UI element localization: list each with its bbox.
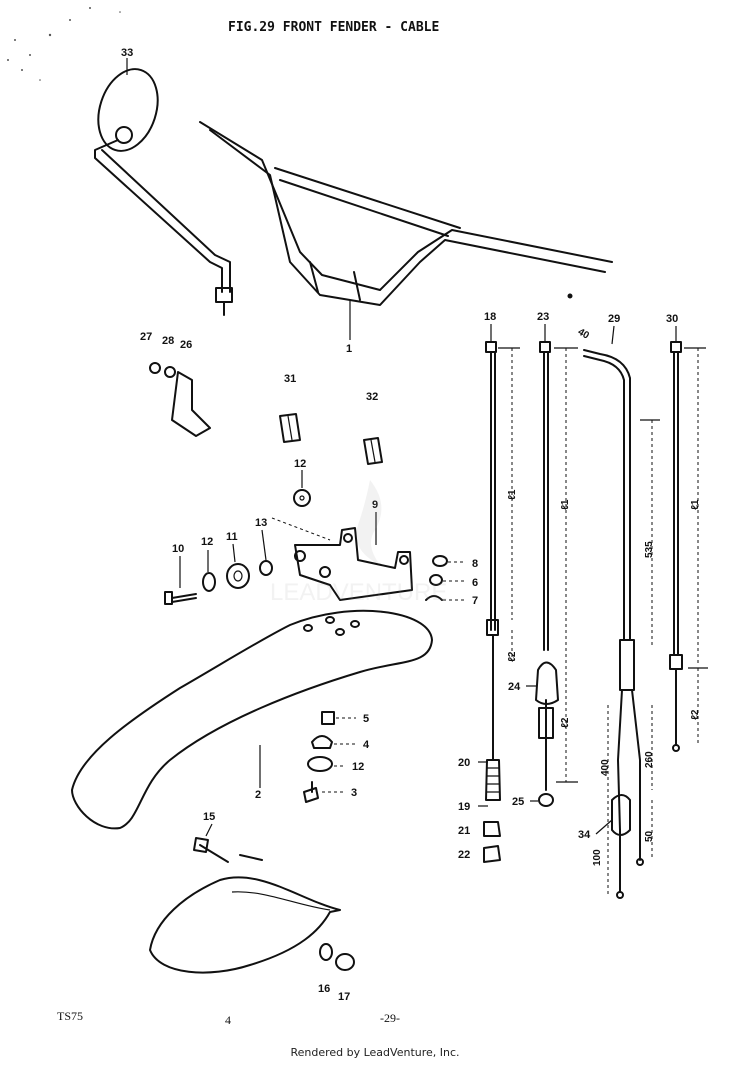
callout-33: 33 — [121, 47, 133, 59]
cable-29: 29 40 535 400 260 50 100 34 — [576, 313, 660, 899]
figure-title: FIG.29 FRONT FENDER - CABLE — [228, 20, 439, 35]
footer-page-number: -29- — [380, 1011, 400, 1025]
mirror-assembly: 33 — [94, 47, 233, 316]
callout-12-lower: 12 — [352, 761, 364, 773]
cable-23: 23 24 25 ℓ1 ℓ2 — [508, 311, 578, 808]
dim-50: 50 — [644, 830, 655, 842]
bracket-nuts: 8 6 7 — [425, 555, 478, 607]
callout-4: 4 — [363, 739, 370, 751]
cable-clamps: 31 32 — [279, 373, 383, 465]
dim-l1-23: ℓ1 — [560, 499, 571, 510]
dim-l2-18: ℓ2 — [507, 651, 518, 662]
cable-18: 18 ℓ1 ℓ2 20 19 21 22 — [458, 311, 520, 863]
callout-3: 3 — [351, 787, 357, 799]
rendered-by-caption: Rendered by LeadVenture, Inc. — [290, 1046, 460, 1059]
callout-7: 7 — [472, 595, 478, 607]
callout-20: 20 — [458, 757, 470, 769]
callout-24: 24 — [508, 681, 521, 693]
callout-27: 27 — [140, 331, 152, 343]
cable-30: 30 ℓ1 ℓ2 — [666, 313, 708, 752]
watermark-logo: LEADVENTURE — [270, 480, 447, 606]
callout-8: 8 — [472, 558, 478, 570]
footer-note: 4 — [225, 1013, 231, 1027]
callout-6: 6 — [472, 577, 478, 589]
callout-17: 17 — [338, 991, 350, 1003]
callout-18: 18 — [484, 311, 496, 323]
callout-29: 29 — [608, 313, 620, 325]
dim-40: 40 — [576, 327, 592, 342]
dim-l2-30: ℓ2 — [690, 709, 701, 720]
callout-15: 15 — [203, 811, 215, 823]
callout-10: 10 — [172, 543, 184, 555]
fender-bracket: 9 — [271, 499, 413, 601]
callout-2: 2 — [255, 789, 261, 801]
callout-31: 31 — [284, 373, 296, 385]
scan-noise — [7, 7, 121, 81]
cable-guide-bracket: 27 28 26 — [140, 331, 211, 437]
scan-dot — [567, 293, 573, 299]
callout-32: 32 — [366, 391, 378, 403]
dim-l1-30: ℓ1 — [690, 499, 701, 510]
callout-34: 34 — [578, 829, 591, 841]
dim-400: 400 — [600, 759, 611, 776]
dim-l2-23: ℓ2 — [560, 717, 571, 728]
footer-model: TS75 — [57, 1009, 83, 1023]
callout-16: 16 — [318, 983, 330, 995]
callout-9: 9 — [372, 499, 378, 511]
callout-19: 19 — [458, 801, 470, 813]
callout-5: 5 — [363, 713, 369, 725]
bracket-mounting-hardware: 10 12 11 13 — [164, 517, 273, 605]
callout-13: 13 — [255, 517, 267, 529]
fender-mounting-hardware: 5 4 12 3 — [303, 711, 370, 803]
fender-mud-flap: 15 16 17 — [149, 811, 355, 1003]
callout-23: 23 — [537, 311, 549, 323]
dim-260: 260 — [644, 751, 655, 768]
handlebar: 1 — [199, 121, 613, 355]
callout-22: 22 — [458, 849, 470, 861]
callout-28: 28 — [162, 335, 174, 347]
dim-l1-18: ℓ1 — [507, 489, 518, 500]
callout-1: 1 — [346, 343, 352, 355]
callout-26: 26 — [180, 339, 192, 351]
front-fender: 2 — [71, 609, 433, 830]
callout-11: 11 — [226, 531, 238, 543]
dim-100: 100 — [592, 849, 603, 866]
callout-30: 30 — [666, 313, 678, 325]
callout-12-upper: 12 — [294, 458, 306, 470]
callout-21: 21 — [458, 825, 470, 837]
watermark-text: LEADVENTURE — [270, 579, 447, 606]
callout-12-left: 12 — [201, 536, 213, 548]
callout-25: 25 — [512, 796, 524, 808]
dim-535: 535 — [644, 541, 655, 558]
washer-upper: 12 — [293, 458, 311, 507]
